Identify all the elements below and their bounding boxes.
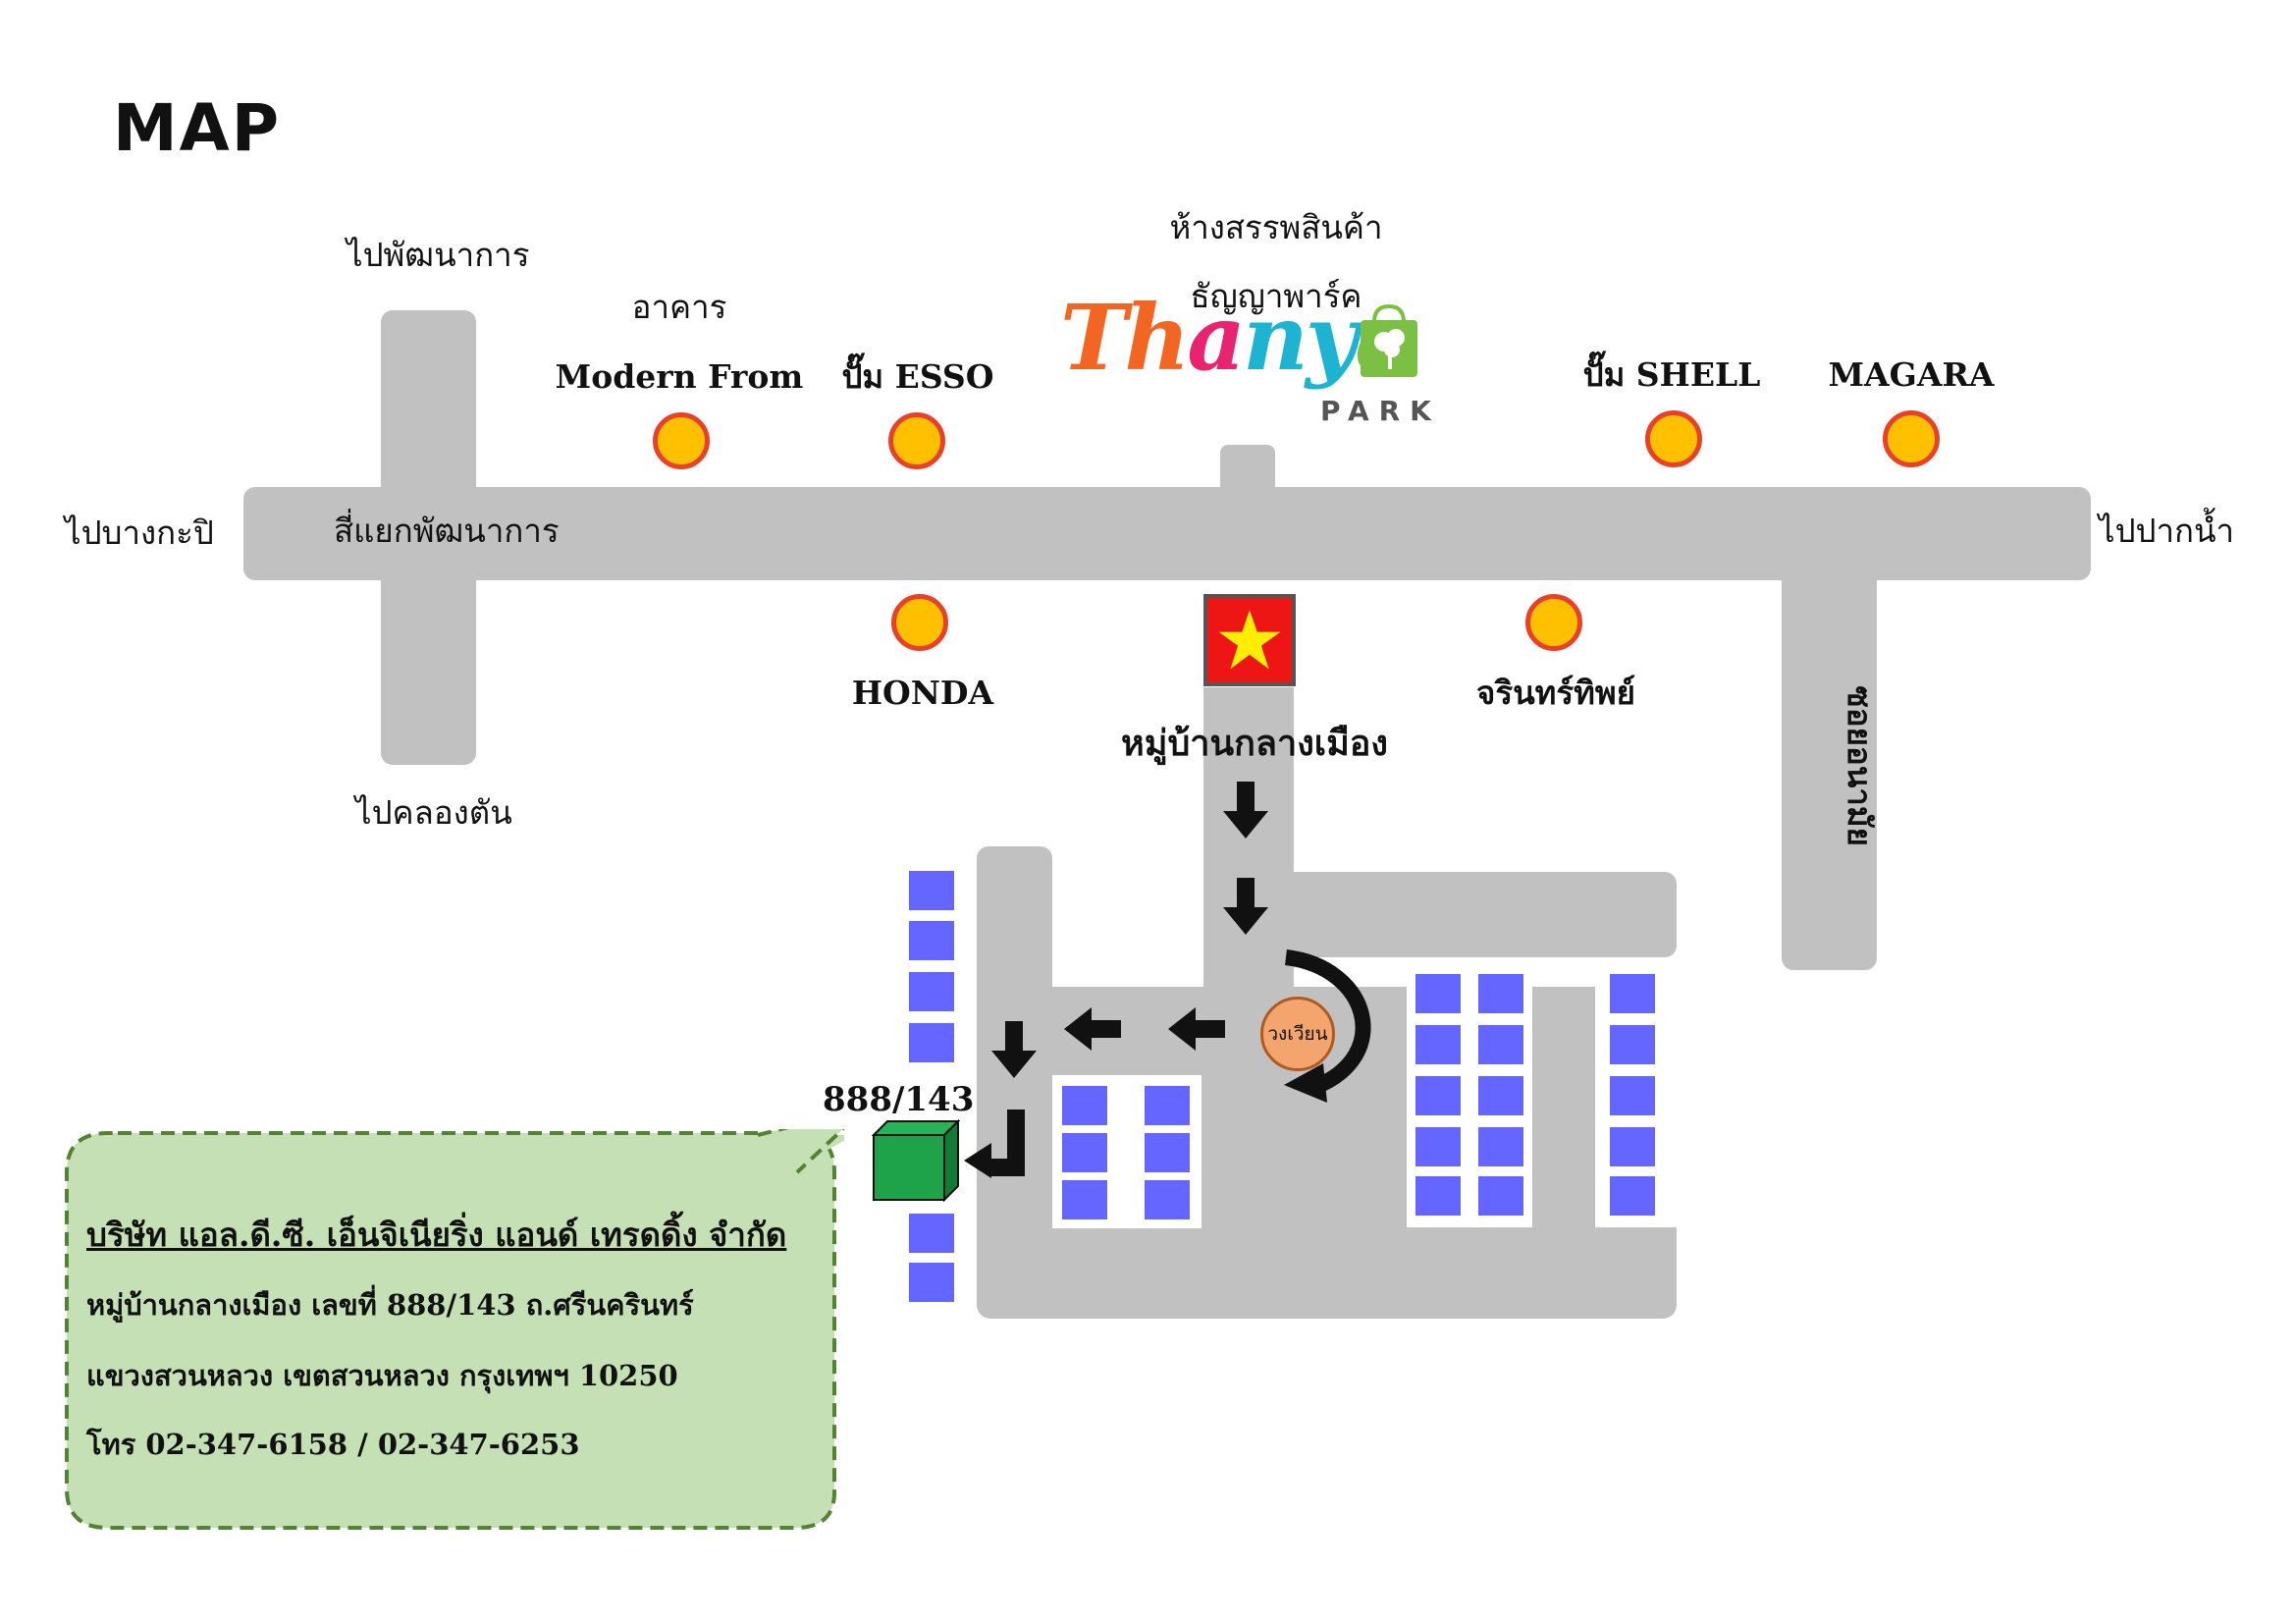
thanya-park-logo: Thanya PARK (1060, 285, 1433, 432)
building (909, 972, 954, 1011)
modern-form-marker (653, 412, 710, 469)
building (909, 921, 954, 960)
shell-label: ปั๊ม SHELL (1582, 355, 1761, 394)
main-road (243, 487, 2091, 580)
soi-onamai-road (1782, 569, 1877, 970)
logo-sub: PARK (1320, 395, 1441, 427)
village-label: หมู่บ้านกลางเมือง (1120, 723, 1389, 764)
honda-marker (891, 594, 948, 651)
soi-onamai-label: ซอยอนามัย (1840, 685, 1879, 846)
to-klongton-label: ไปคลองตัน (355, 793, 512, 832)
jarintip-label: จรินทร์ทิพย์ (1476, 674, 1635, 712)
to-pattanakarn-label: ไปพัฒนาการ (347, 236, 530, 274)
building (1415, 1127, 1461, 1166)
shell-marker (1645, 410, 1702, 467)
destination-building-icon (872, 1119, 960, 1202)
arrow-down-icon (1223, 782, 1268, 839)
building (1610, 1127, 1655, 1166)
roundabout-arrow-icon (1284, 949, 1371, 1103)
arrow-left-icon (1064, 1007, 1121, 1051)
house-number-label: 888/143 (823, 1080, 975, 1119)
building (1145, 1133, 1190, 1172)
map-title: MAP (113, 90, 282, 166)
callout-bubble (65, 1129, 844, 1530)
building (1610, 1176, 1655, 1216)
building (1478, 1025, 1523, 1064)
building (1478, 1176, 1523, 1216)
building (1062, 1180, 1107, 1219)
building (1062, 1086, 1107, 1125)
to-paknam-label: ไปปากน้ำ (2099, 512, 2235, 550)
mall-label-2: ธัญญาพาร์ค (1190, 277, 1362, 315)
building (1145, 1180, 1190, 1219)
modern-form-label-1: อาคาร (631, 288, 727, 326)
arrow-down-icon (1223, 878, 1268, 935)
building (1145, 1086, 1190, 1125)
address-line-1: หมู่บ้านกลางเมือง เลขที่ 888/143 ถ.ศรีนค… (86, 1288, 694, 1322)
arrow-left-icon (1168, 1007, 1225, 1051)
magara-marker (1883, 410, 1940, 467)
building (1415, 974, 1461, 1013)
to-bangkapi-label: ไปบางกะปิ (65, 514, 214, 552)
village-left-road (977, 846, 1052, 1023)
star-icon (1218, 610, 1281, 670)
honda-label: HONDA (851, 674, 994, 712)
building (1478, 1127, 1523, 1166)
building (1415, 1025, 1461, 1064)
building (1415, 1176, 1461, 1216)
esso-marker (888, 412, 945, 469)
mall-access-road (1220, 445, 1275, 504)
address-line-2: แขวงสวนหลวง เขตสวนหลวง กรุงเทพฯ 10250 (86, 1359, 678, 1392)
building (909, 871, 954, 910)
building (909, 1214, 954, 1253)
roundabout: วงเวียน (1260, 997, 1335, 1071)
magara-label: MAGARA (1828, 355, 1995, 394)
shopping-bag-icon (1361, 303, 1417, 377)
building (1478, 1076, 1523, 1115)
mall-label-1: ห้างสรรพสินค้า (1169, 208, 1383, 246)
phone-line: โทร 02-347-6158 / 02-347-6253 (86, 1428, 580, 1461)
pattanakarn-road (381, 310, 476, 765)
building (909, 1263, 954, 1302)
jarintip-marker (1525, 594, 1582, 651)
building (1610, 974, 1655, 1013)
arrow-down-icon (991, 1021, 1037, 1078)
esso-label: ปั๊ม ESSO (841, 357, 994, 396)
village-entrance-marker (1203, 594, 1296, 686)
village-upper-road (1203, 872, 1677, 957)
building (1062, 1133, 1107, 1172)
building (909, 1023, 954, 1062)
modern-form-label-2: Modern From (555, 357, 804, 396)
building (1610, 1025, 1655, 1064)
arrow-turn-left-icon (964, 1110, 1025, 1178)
building (1610, 1076, 1655, 1115)
building (1478, 974, 1523, 1013)
building (1415, 1076, 1461, 1115)
company-name: บริษัท แอล.ดี.ซี. เอ็นจิเนียริ่ง แอนด์ เ… (86, 1216, 787, 1254)
intersection-label: สี่แยกพัฒนาการ (334, 512, 560, 550)
